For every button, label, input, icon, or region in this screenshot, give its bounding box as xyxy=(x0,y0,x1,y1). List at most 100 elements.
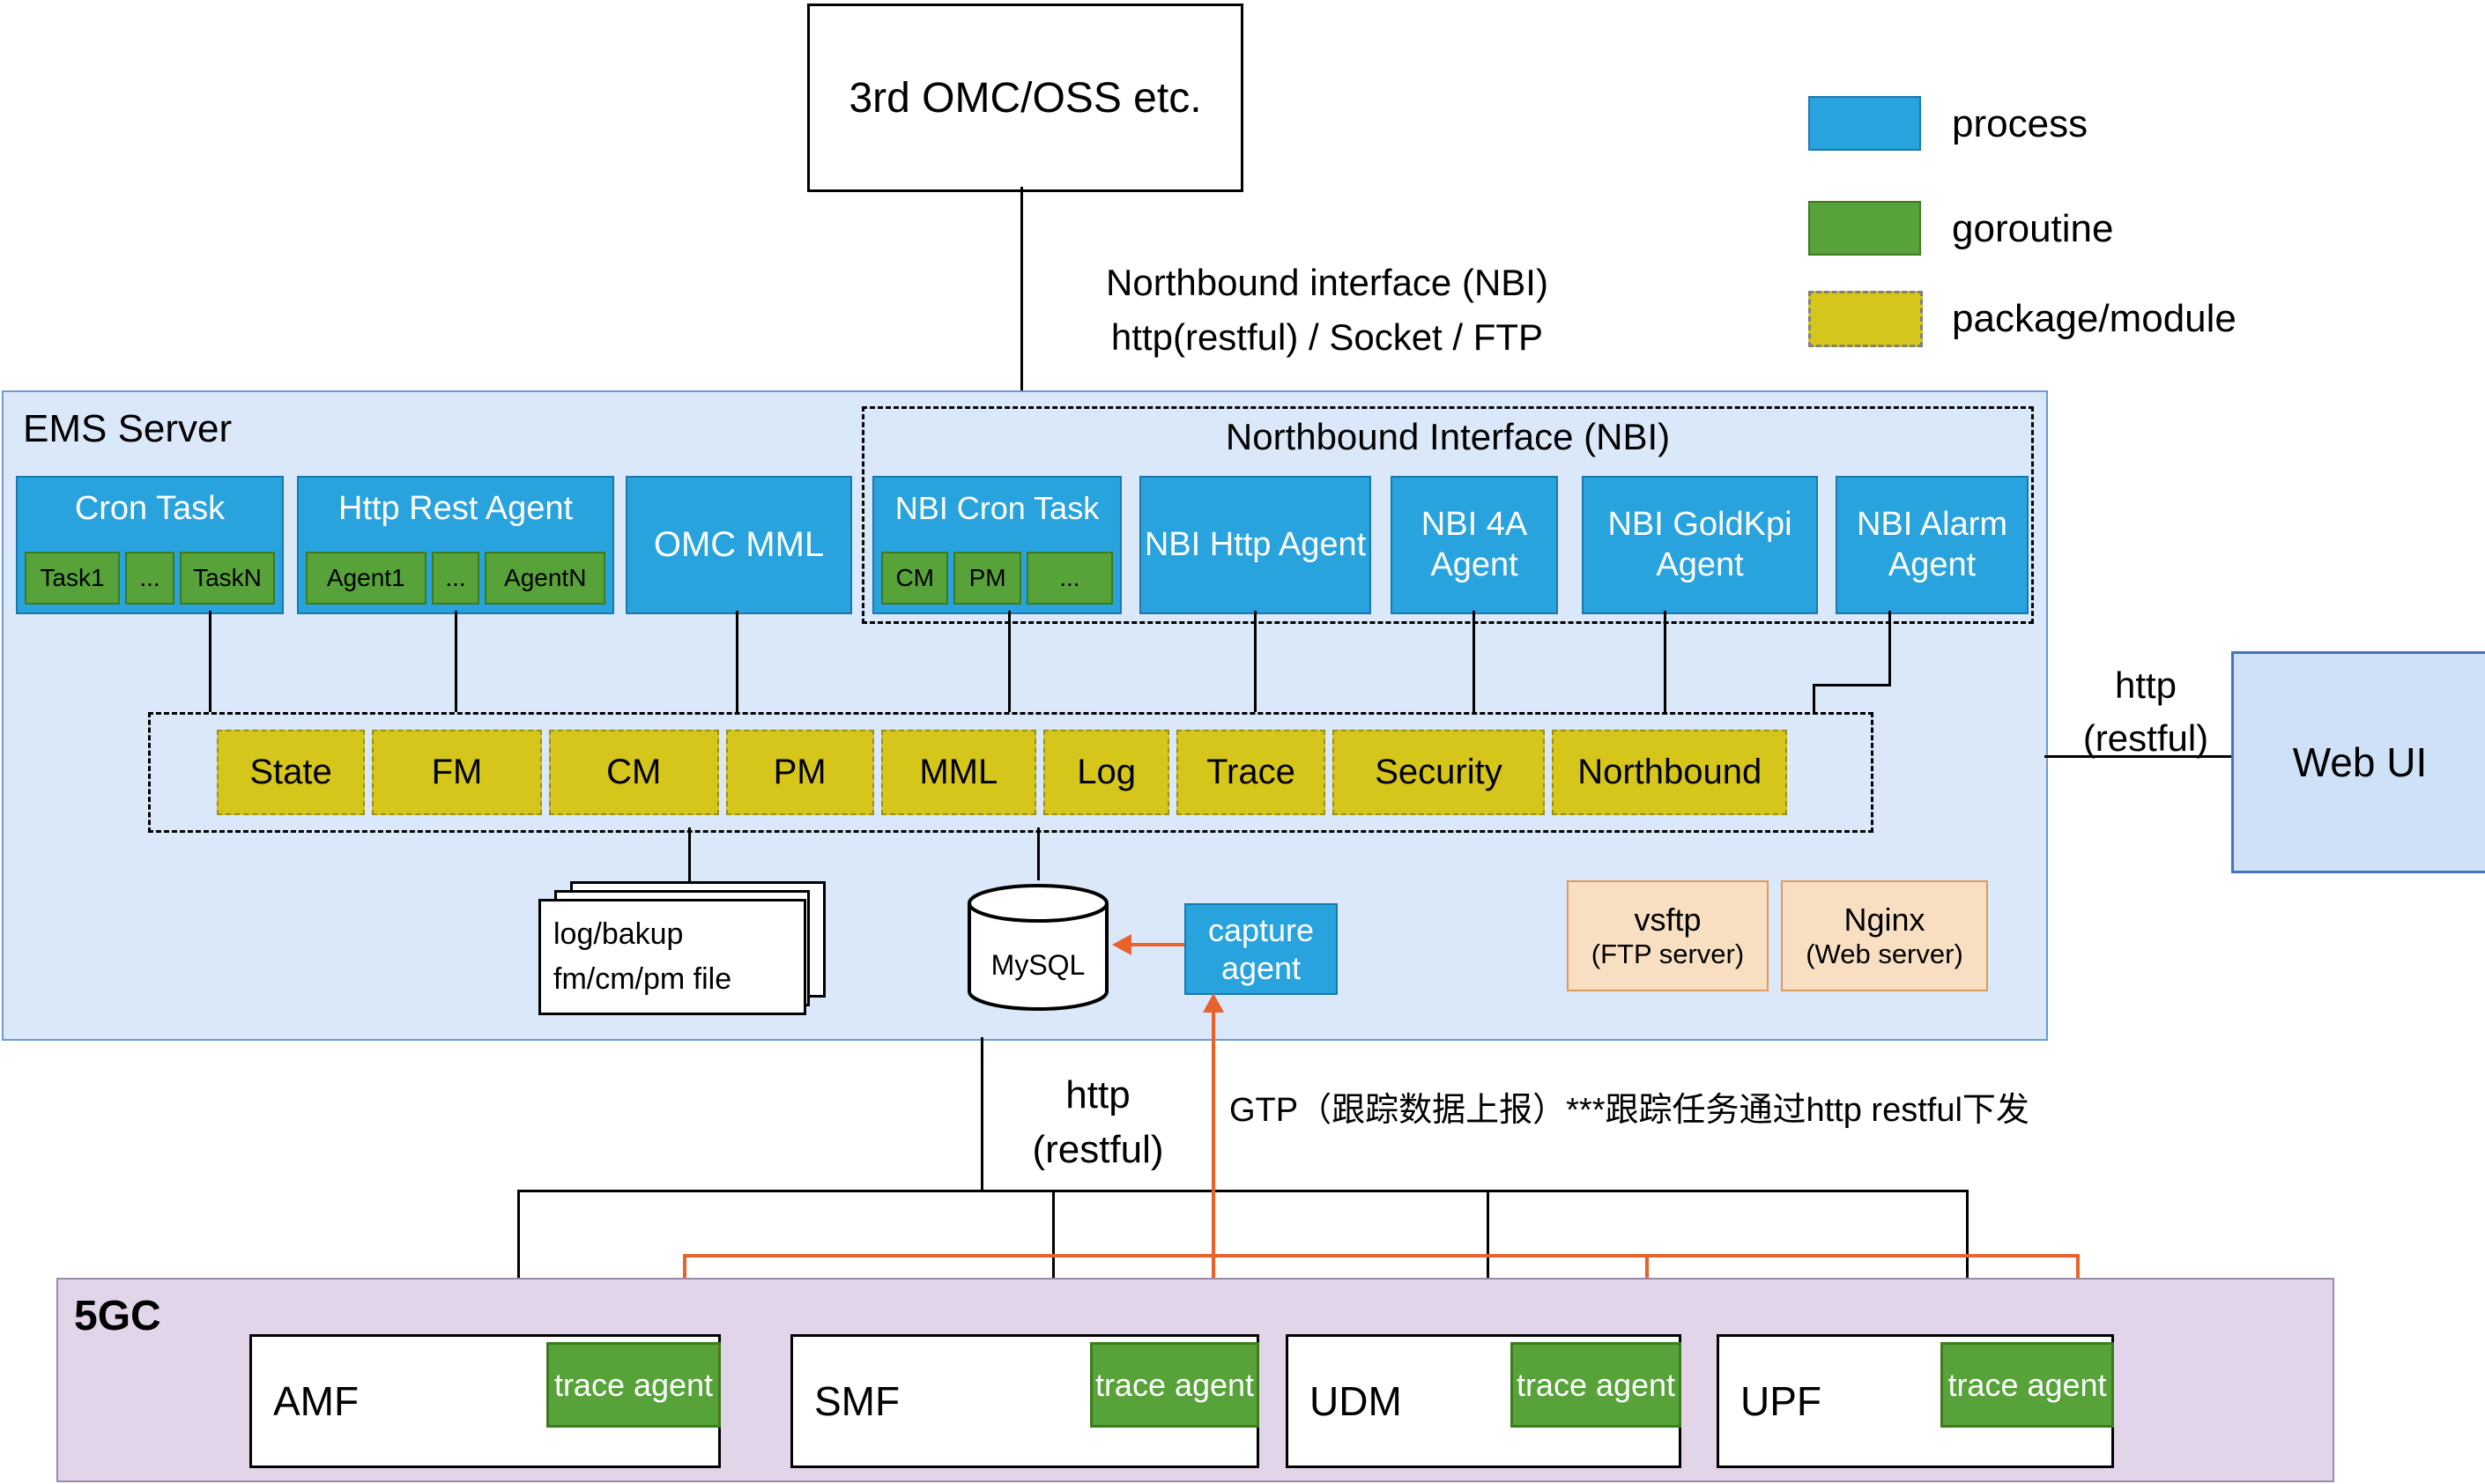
http-rest-agent-process: Http Rest Agent Agent1 ... AgentN xyxy=(297,476,614,614)
core-5gc-title: 5GC xyxy=(74,1293,161,1339)
connector-ems-webui xyxy=(2044,755,2231,758)
udm-trace-agent-label: trace agent xyxy=(1516,1366,1676,1403)
module-security: Security xyxy=(1332,730,1546,815)
capture-agent-label: capture agent xyxy=(1207,911,1315,986)
web-ui-box: Web UI xyxy=(2231,651,2485,873)
smf-trace-agent: trace agent xyxy=(1090,1342,1259,1428)
nbi-alarm-agent-title: NBI Alarm Agent xyxy=(1856,505,2008,583)
trace-link-stem xyxy=(1212,1011,1215,1254)
legend-package-swatch xyxy=(1808,291,1923,347)
udm-trace-agent: trace agent xyxy=(1510,1342,1681,1428)
modules-dashed-container: State FM CM PM MML Log Trace Security No… xyxy=(148,712,1873,833)
goroutine-task1: Task1 xyxy=(25,552,120,605)
nginx-desc: (Web server) xyxy=(1806,939,1963,969)
arrowhead-to-mysql xyxy=(1112,934,1131,955)
file-store-line1: log/bakup xyxy=(553,917,684,951)
goroutine-task-ellipsis: ... xyxy=(125,552,174,605)
nginx-server-box: Nginx (Web server) xyxy=(1781,880,1988,991)
file-sheet-front: log/bakup fm/cm/pm file xyxy=(538,899,806,1015)
module-cm: CM xyxy=(548,730,719,815)
nbi-goldkpi-agent-title: NBI GoldKpi Agent xyxy=(1607,505,1792,583)
database-cylinder-icon xyxy=(968,884,1109,1011)
webui-http-line1: http xyxy=(2114,664,2177,706)
nbi-alarm-agent-process: NBI Alarm Agent xyxy=(1836,476,2029,614)
goroutine-pm: PM xyxy=(953,552,1021,605)
nf-udm-label: UDM xyxy=(1309,1378,1402,1424)
connector-bus-amf xyxy=(517,1190,520,1334)
connector-nbialarm-down xyxy=(1888,611,1891,686)
nbi-container-title: Northbound Interface (NBI) xyxy=(1225,416,1671,457)
connector-nbicron-modules xyxy=(1008,611,1011,712)
vsftp-name: vsftp xyxy=(1634,902,1702,938)
legend-package-label: package/module xyxy=(1952,297,2236,340)
south-http-line1: http xyxy=(1065,1073,1131,1117)
webui-http-line2: (restful) xyxy=(2082,717,2209,759)
connector-httprest-modules xyxy=(455,611,457,712)
nginx-name: Nginx xyxy=(1843,902,1925,938)
legend-process-label: process xyxy=(1952,102,2088,145)
module-fm: FM xyxy=(372,730,542,815)
module-trace: Trace xyxy=(1176,730,1325,815)
smf-trace-agent-label: trace agent xyxy=(1094,1366,1255,1403)
connector-nbigoldkpi-modules xyxy=(1664,611,1666,712)
omc-mml-title: OMC MML xyxy=(653,525,825,564)
mysql-label: MySQL xyxy=(990,949,1086,981)
nbi-http-agent-title: NBI Http Agent xyxy=(1144,525,1367,563)
connector-bus-udm xyxy=(1487,1190,1489,1334)
http-rest-agent-title: Http Rest Agent xyxy=(338,490,574,527)
legend-goroutine-label: goroutine xyxy=(1952,207,2114,250)
module-mml: MML xyxy=(880,730,1036,815)
nbi-http-agent-process: NBI Http Agent xyxy=(1139,476,1371,614)
goroutine-taskn: TaskN xyxy=(180,552,275,605)
nbi-cron-task-goroutines: CM PM ... xyxy=(881,552,1113,605)
amf-trace-agent: trace agent xyxy=(546,1342,721,1428)
connector-nbihttp-modules xyxy=(1254,611,1257,712)
cron-task-process: Cron Task Task1 ... TaskN xyxy=(16,476,284,614)
module-state: State xyxy=(217,730,366,815)
module-pm: PM xyxy=(725,730,874,815)
trace-link-bus xyxy=(683,1254,2080,1258)
connector-omcmml-modules xyxy=(736,611,738,712)
file-store: log/bakup fm/cm/pm file xyxy=(538,881,829,1031)
nbi-4a-agent-title: NBI 4A Agent xyxy=(1421,505,1528,583)
goroutine-nbi-ellipsis: ... xyxy=(1026,552,1113,605)
connector-modules-mysql xyxy=(1037,827,1040,880)
webui-http-label: http (restful) xyxy=(2058,659,2234,765)
amf-trace-agent-label: trace agent xyxy=(553,1366,714,1403)
upf-trace-agent-label: trace agent xyxy=(1947,1366,2107,1403)
goroutine-agent-ellipsis: ... xyxy=(431,552,480,605)
gtp-label: GTP（跟踪数据上报）***跟踪任务通过http restful下发 xyxy=(1229,1092,2029,1129)
nbi-dashed-container: Northbound Interface (NBI) xyxy=(862,406,2034,624)
connector-bus-smf xyxy=(1052,1190,1055,1334)
upf-trace-agent: trace agent xyxy=(1940,1342,2114,1428)
nbi-link-label-line1: Northbound interface (NBI) xyxy=(1106,262,1548,303)
goroutine-agentn: AgentN xyxy=(485,552,605,605)
vsftp-server-box: vsftp (FTP server) xyxy=(1567,880,1769,991)
vsftp-desc: (FTP server) xyxy=(1591,939,1745,969)
legend-process-swatch xyxy=(1808,96,1921,151)
connector-nbialarm-modules xyxy=(1813,684,1815,712)
legend-goroutine-swatch xyxy=(1808,201,1921,256)
nf-amf-label: AMF xyxy=(273,1378,360,1424)
connector-nbialarm-elbow xyxy=(1813,684,1891,686)
http-rest-agent-goroutines: Agent1 ... AgentN xyxy=(306,552,605,605)
south-http-line2: (restful) xyxy=(1032,1128,1164,1171)
connector-5gc-bus xyxy=(517,1190,1969,1192)
mysql-database: MySQL xyxy=(964,880,1112,1014)
external-omc-oss-box: 3rd OMC/OSS etc. xyxy=(807,4,1243,192)
cron-task-goroutines: Task1 ... TaskN xyxy=(25,552,275,605)
connector-ems-5gc-stem xyxy=(981,1037,983,1190)
connector-modules-files xyxy=(688,827,691,898)
ems-server-title: EMS Server xyxy=(23,407,233,450)
connector-omc-to-ems xyxy=(1020,187,1023,390)
connector-crontask-modules xyxy=(209,611,211,712)
connector-nbi4a-modules xyxy=(1472,611,1475,712)
arrowhead-to-capture-agent xyxy=(1203,993,1224,1013)
file-store-line2: fm/cm/pm file xyxy=(553,962,732,996)
link-capture-to-mysql xyxy=(1130,943,1184,946)
module-row: State FM CM PM MML Log Trace Security No… xyxy=(217,730,1787,815)
web-ui-label: Web UI xyxy=(2292,739,2428,785)
cron-task-title: Cron Task xyxy=(74,490,226,527)
nbi-cron-task-process: NBI Cron Task CM PM ... xyxy=(872,476,1122,614)
